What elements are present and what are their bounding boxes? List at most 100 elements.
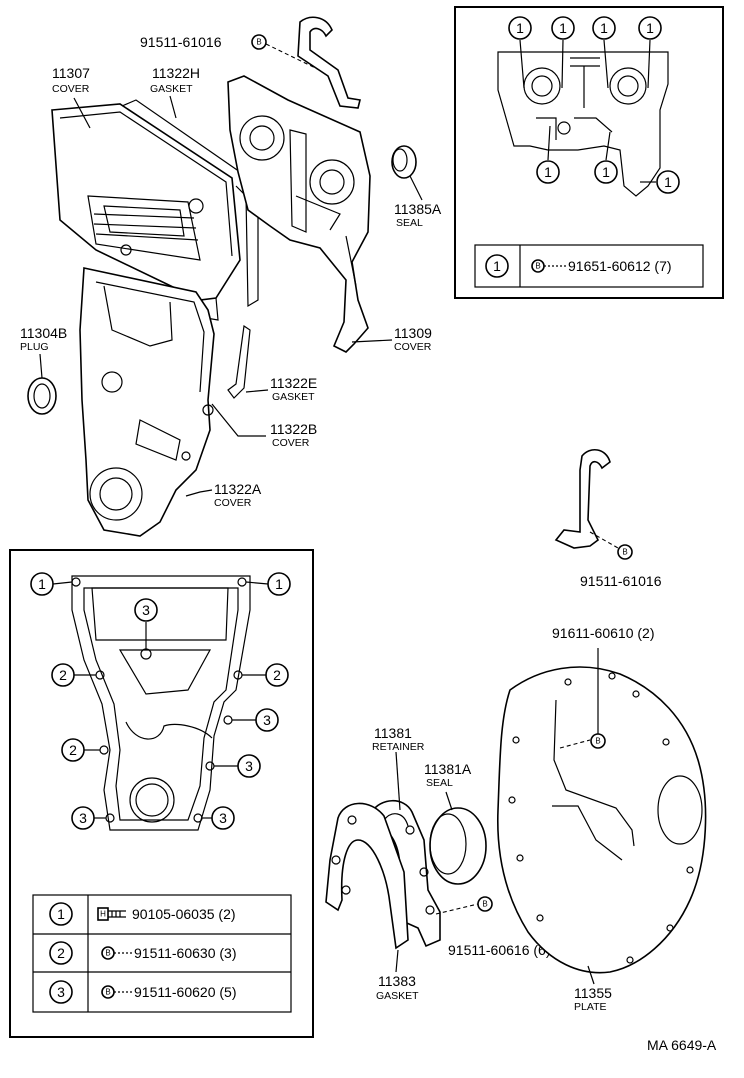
leader-11322b [211,403,266,437]
svg-text:3: 3 [79,810,87,826]
seal-11385a-name: SEAL [396,217,423,229]
svg-text:1: 1 [600,20,608,36]
svg-text:B: B [595,737,600,746]
gasket-11322h-name: GASKET [150,83,193,95]
svg-text:3: 3 [57,984,65,1000]
reference-code: MA 6649-A [647,1037,717,1053]
svg-text:1: 1 [559,20,567,36]
svg-text:1: 1 [516,20,524,36]
gasket-11383-number: 11383 [378,973,416,989]
plug-11304b [27,377,57,415]
svg-text:B: B [482,900,487,909]
inset-bottom-callout-3e: 3 [211,806,235,830]
leader-11383 [395,949,399,973]
hook-bracket-top-icon [297,16,361,109]
inset-bottom-callout-3d: 3 [71,806,95,830]
cover-11322b-number: 11322B [270,421,317,437]
inset-bottom-callout-1b: 1 [267,572,291,596]
inset-bottom-callout-2a: 2 [51,663,75,687]
inset-bottom-callout-3a: 3 [134,598,158,622]
cover-11322b-name: COVER [272,437,310,449]
svg-text:2: 2 [273,667,281,683]
leader-11381 [395,751,401,811]
leader-11304b [39,353,43,379]
seal-11381a-name: SEAL [426,777,453,789]
bolt-letter: B [256,38,261,47]
inset-top-legend-key-1: 1 [485,254,509,278]
svg-text:2: 2 [69,742,77,758]
inset-top-callout-1d: 1 [638,16,662,40]
seal-11381a [429,807,487,885]
inset-bottom-callout-2c: 2 [61,738,85,762]
leader-11322e [245,389,269,393]
leader-11309 [351,339,393,343]
plug-11304b-number: 11304B [20,325,67,341]
inset-bottom-callout-3c: 3 [237,754,261,778]
gasket-11383-name: GASKET [376,990,419,1002]
gasket-11322e-number: 11322E [270,375,317,391]
inset-bottom-callout-1a: 1 [30,572,54,596]
inset-top-callout-1g: 1 [656,170,680,194]
inset-top-right: 1 1 1 1 1 1 1 1 B 91651-60612 (7) [454,6,724,299]
retainer-11381-name: RETAINER [372,741,425,753]
legend-part-3: 91511-60620 (5) [134,984,236,1000]
bolt-plate-label: 91611-60610 (2) [552,625,654,641]
lower-cover-11322a [79,267,215,537]
leader-11307 [73,97,91,129]
retainer-11381-number: 11381 [374,725,412,741]
plug-11304b-name: PLUG [20,341,49,353]
gasket-11322e [227,324,251,399]
cover-11309-number: 11309 [394,325,432,341]
seal-11385a-number: 11385A [394,201,442,217]
seal-11381a-number: 11381A [424,761,472,777]
bolt-retainer-label: 91511-60616 (6) [448,942,550,958]
inset-top-callout-1b: 1 [551,16,575,40]
cover-11307-name: COVER [52,83,90,95]
bolt-plate-leader [559,739,591,749]
bolt-top-callout: 91511-61016 B [140,34,341,81]
cover-11322a-name: COVER [214,497,252,509]
inset-top-legend-part-1: 91651-60612 (7) [568,258,672,274]
gasket-11322e-name: GASKET [272,391,315,403]
svg-text:1: 1 [57,906,65,922]
svg-text:B: B [622,548,627,557]
legend-row-2: 2 B 91511-60630 (3) [49,941,236,965]
gasket-11383 [325,802,409,950]
leader-11381a [445,791,453,811]
legend-part-1: 90105-06035 (2) [132,906,236,922]
legend-part-2: 91511-60630 (3) [134,945,236,961]
plate-11355-number: 11355 [574,985,612,1001]
inset-top-callout-1f: 1 [594,160,618,184]
cover-11309-name: COVER [394,341,432,353]
svg-text:3: 3 [263,712,271,728]
plate-11355-name: PLATE [574,1001,606,1013]
inset-top-callout-1a: 1 [508,16,532,40]
legend-row-1: 1 H 90105-06035 (2) [49,902,236,926]
inset-top-callout-1c: 1 [592,16,616,40]
inset-bottom-callout-3b: 3 [255,708,279,732]
bolt-retainer-symbol-icon: B [477,896,493,912]
inset-bottom-left: 1 1 3 2 2 3 2 3 3 3 1 H 90105-06035 (2) … [9,549,314,1038]
svg-text:1: 1 [544,164,552,180]
svg-text:B: B [535,262,540,271]
cover-11307-number: 11307 [52,65,90,81]
hook-bracket-right-icon [554,449,611,549]
bolt-right-symbol-icon: B [617,544,633,560]
svg-text:3: 3 [219,810,227,826]
leader-11322a [185,489,213,497]
gasket-11322h [121,99,259,308]
hex-bolt-icon: H [97,907,126,921]
legend-row-3: 3 B 91511-60620 (5) [49,980,236,1004]
plate-11355 [496,666,707,974]
bolt-right-mid-label: 91511-61016 [580,573,662,589]
svg-text:B: B [105,949,110,958]
gasket-11322h-number: 11322H [152,65,200,81]
svg-text:3: 3 [142,602,150,618]
bolt-right-leader [589,531,619,549]
bolt-plate-symbol-icon: B [590,733,606,749]
timing-cover-11307 [51,103,241,321]
leader-11385a [409,175,423,201]
cover-11322a-number: 11322A [214,481,262,497]
bolt-retainer-leader [435,903,479,915]
